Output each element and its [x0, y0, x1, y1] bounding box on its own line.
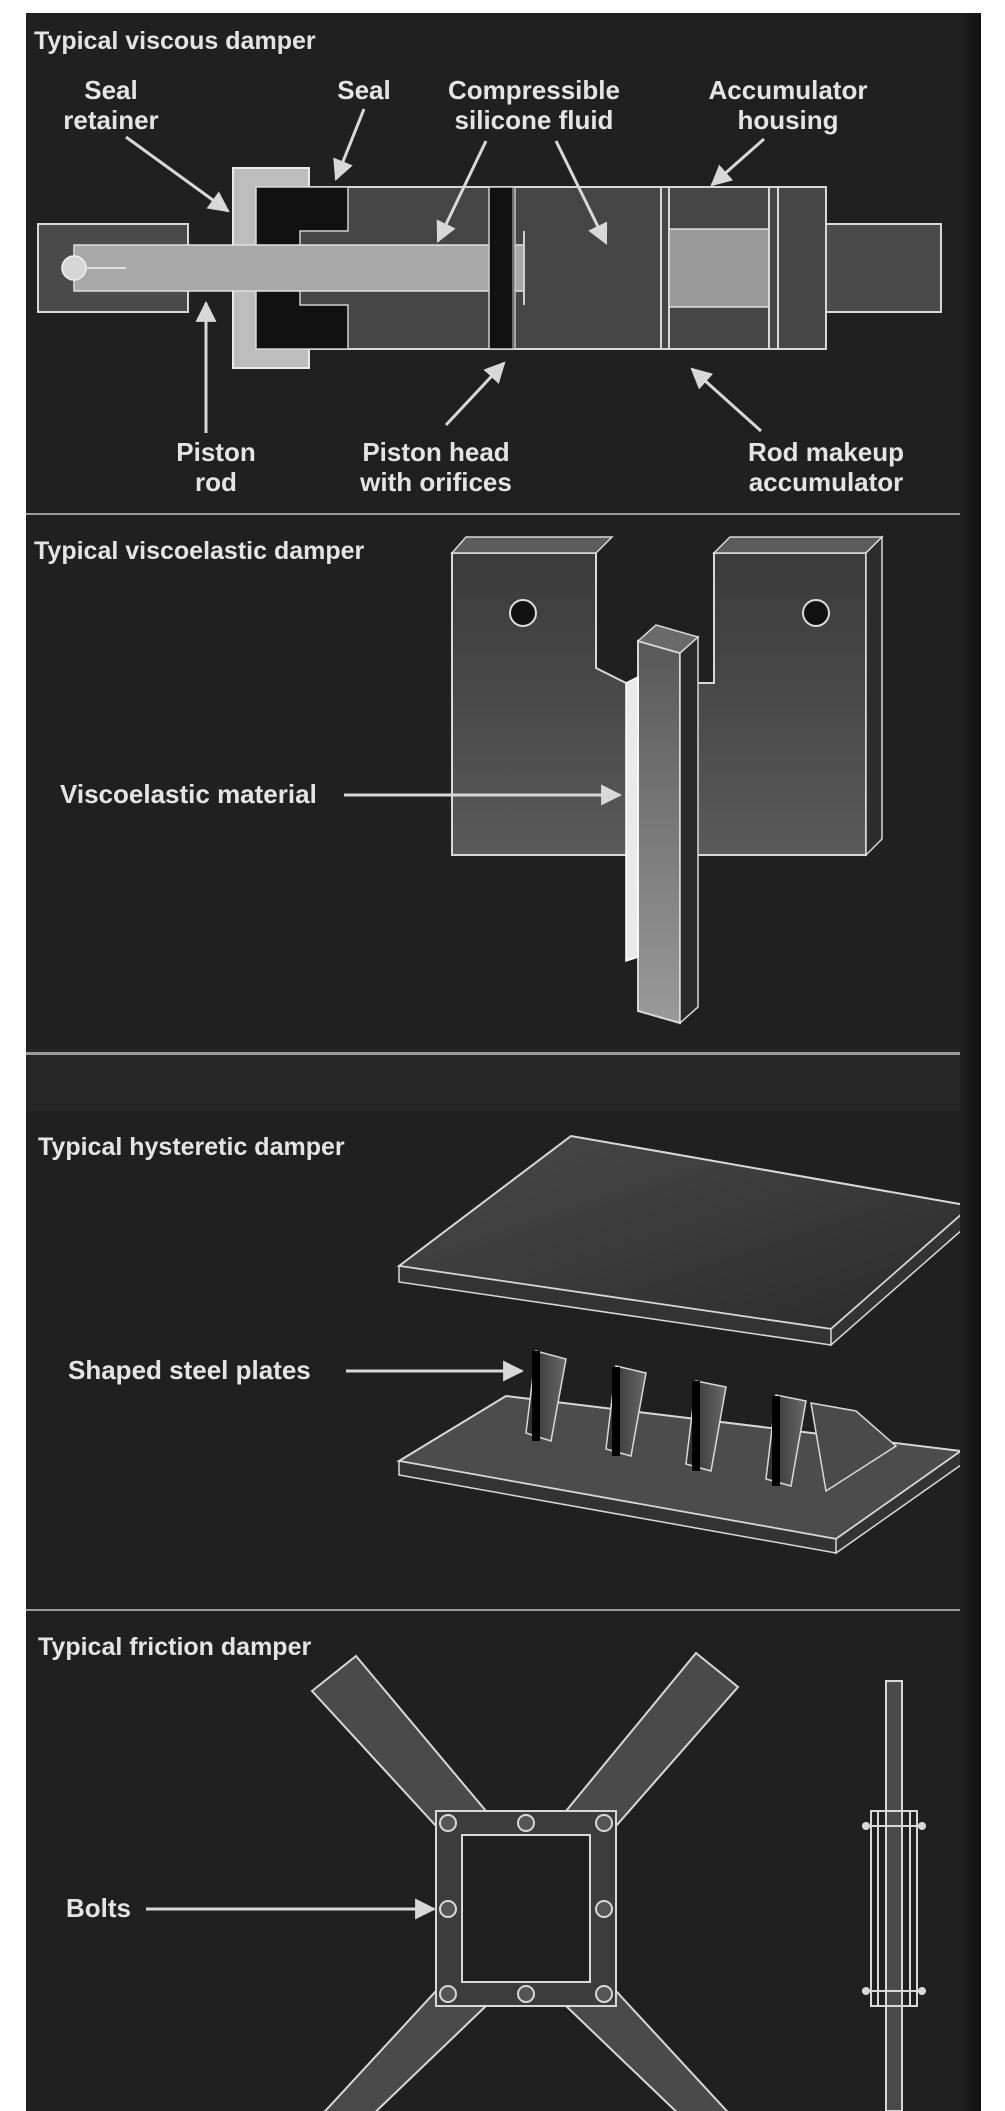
- piston-rod-shape: [73, 244, 525, 292]
- panel-divider: [26, 513, 981, 516]
- u-block-top: [450, 536, 884, 554]
- end-cap-right: [825, 223, 942, 313]
- friction-title: Typical friction damper: [38, 1633, 311, 1661]
- viscoelastic-material-label: Viscoelastic material: [60, 779, 317, 809]
- bolt: [595, 1900, 613, 1918]
- bolt: [517, 1985, 535, 2003]
- piston-rod-label-line1: Piston: [176, 437, 255, 467]
- u-block-side: [865, 535, 883, 857]
- panel-gap: [26, 1049, 981, 1111]
- friction-damper-panel: Typical friction damper Bolts: [26, 1611, 981, 2111]
- seal-label: Seal: [337, 75, 391, 105]
- viscous-damper-diagram: Typical viscous damper Seal retainer Sea…: [34, 27, 942, 497]
- accumulator-housing-label-line2: housing: [737, 105, 838, 135]
- piston-head-label-line1: Piston head: [362, 437, 509, 467]
- center-plate-side: [679, 635, 699, 1025]
- brace-top-left: [310, 1654, 488, 1828]
- bolt: [595, 1985, 613, 2003]
- hysteretic-title: Typical hysteretic damper: [38, 1133, 345, 1161]
- friction-frame-inner: [461, 1834, 591, 1983]
- rod-makeup-label-line1: Rod makeup: [748, 437, 904, 467]
- viscoelastic-damper-diagram: Typical viscoelastic damper Viscoelastic…: [34, 535, 884, 1025]
- hysteretic-damper-panel: Typical hysteretic damper Shaped steel p…: [26, 1111, 981, 1611]
- side-view-bar: [885, 1680, 903, 2111]
- viscoelastic-damper-panel: Typical viscoelastic damper Viscoelastic…: [26, 515, 981, 1049]
- bolts-label: Bolts: [66, 1893, 131, 1923]
- seal-retainer-label-line1: Seal: [84, 75, 138, 105]
- shaped-steel-plates-label: Shaped steel plates: [68, 1355, 311, 1385]
- compressible-fluid-label-line1: Compressible: [448, 75, 620, 105]
- seal-shape: [255, 186, 349, 350]
- piston-head-shape: [488, 186, 516, 350]
- center-plate-front: [637, 639, 681, 1025]
- rod-eye: [61, 255, 87, 281]
- compressible-fluid-label-line2: silicone fluid: [455, 105, 614, 135]
- piston-head-label-line2: with orifices: [359, 467, 512, 497]
- piston-rod-label-line2: rod: [195, 467, 237, 497]
- bolt: [595, 1814, 613, 1832]
- bolt: [517, 1814, 535, 1832]
- seal-retainer-label-line2: retainer: [63, 105, 158, 135]
- panel-divider: [26, 1052, 981, 1055]
- viscoelastic-layer: [625, 675, 639, 963]
- brace-bottom-right: [564, 1989, 729, 2111]
- viscous-damper-panel: Typical viscous damper Seal retainer Sea…: [26, 13, 981, 515]
- accumulator-housing-label-line1: Accumulator: [709, 75, 868, 105]
- viscous-title: Typical viscous damper: [34, 27, 316, 55]
- mount-hole-right: [802, 599, 830, 627]
- panel-divider: [26, 1609, 981, 1612]
- side-view-clamp: [870, 1810, 918, 2007]
- page-edge-shadow: [960, 13, 981, 2111]
- friction-damper-diagram: Typical friction damper Bolts: [38, 1633, 926, 2111]
- viscoelastic-title: Typical viscoelastic damper: [34, 537, 365, 565]
- brace-top-right: [564, 1651, 740, 1828]
- top-plate-top: [396, 1134, 974, 1331]
- bolt: [439, 1900, 457, 1918]
- bolt: [439, 1985, 457, 2003]
- hysteretic-damper-diagram: Typical hysteretic damper Shaped steel p…: [38, 1133, 974, 1555]
- brace-bottom-left: [323, 1989, 488, 2111]
- rod-makeup-label-line2: accumulator: [749, 467, 904, 497]
- accumulator-chamber: [668, 228, 770, 308]
- bolt: [439, 1814, 457, 1832]
- mount-hole-left: [509, 599, 537, 627]
